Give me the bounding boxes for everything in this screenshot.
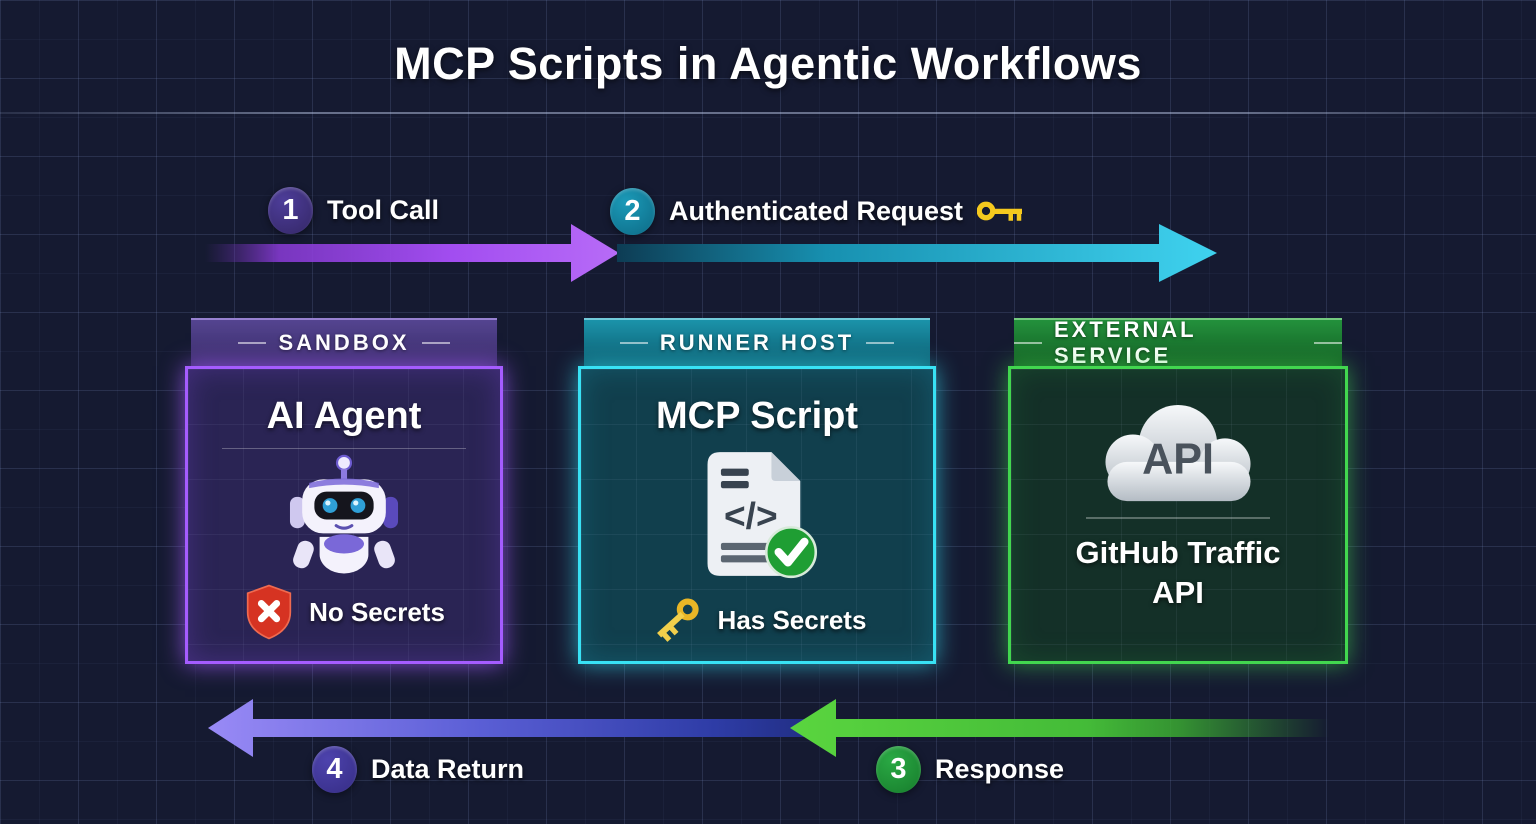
header-dash: [238, 342, 267, 344]
cloud-divider: [1086, 517, 1270, 519]
key-icon: [656, 598, 699, 642]
external-service-header: EXTERNAL SERVICE: [1014, 317, 1342, 368]
service-name: GitHub Traffic API: [1075, 535, 1281, 611]
step-3-badge: 3: [876, 745, 921, 793]
runner-host-header-label: RUNNER HOST: [659, 330, 855, 355]
has-secrets-label: Has Secrets: [717, 604, 867, 635]
data-return-label: Data Return: [371, 753, 525, 784]
sandbox-body: AI Agent: [185, 366, 503, 664]
ai-agent-title: AI Agent: [266, 395, 422, 437]
code-glyph: </>: [724, 494, 778, 536]
header-dash: [421, 342, 450, 344]
external-service-box: EXTERNAL SERVICE: [1008, 317, 1348, 664]
mcp-script-icon-area: </>: [692, 448, 822, 582]
step-4-badge: 4: [312, 745, 357, 793]
external-service-body: API GitHub Traffic API: [1008, 366, 1348, 664]
ai-agent-icon-area: [283, 449, 405, 583]
external-service-header-label: EXTERNAL SERVICE: [1054, 317, 1197, 368]
mcp-script-title: MCP Script: [655, 395, 858, 437]
header-dash: [1014, 342, 1042, 344]
header-dash: [619, 342, 648, 344]
api-cloud-icon: API: [1105, 405, 1251, 502]
flow-step-data-return: 4 Data Return: [312, 745, 524, 793]
runner-host-box: RUNNER HOST MCP Script </>: [578, 318, 936, 664]
tool-call-label: Tool Call: [327, 194, 439, 225]
flow-step-response: 3 Response: [876, 745, 1064, 793]
code-document-icon: </>: [707, 452, 818, 579]
sandbox-header: SANDBOX: [191, 318, 497, 366]
api-cloud-label: API: [1142, 436, 1214, 484]
step-2-badge: 2: [610, 187, 655, 235]
header-dash: [866, 342, 895, 344]
key-icon: [977, 201, 1023, 221]
runner-host-body: MCP Script </>: [578, 366, 936, 664]
flow-step-authenticated-request: 2 Authenticated Request: [610, 187, 1025, 235]
page-title: MCP Scripts in Agentic Workflows: [394, 38, 1142, 89]
api-cloud-icon-area: API: [1080, 397, 1276, 515]
robot-icon: [289, 454, 399, 574]
runner-host-header: RUNNER HOST: [584, 318, 930, 366]
has-secrets-row: Has Secrets: [648, 592, 867, 648]
title-divider: [0, 112, 1536, 114]
header-dash: [1314, 342, 1342, 344]
sandbox-header-label: SANDBOX: [278, 330, 410, 355]
step-1-badge: 1: [268, 186, 313, 234]
shield-x-icon: [246, 584, 292, 640]
sandbox-box: SANDBOX AI Agent: [185, 318, 503, 664]
box-divider: [222, 448, 466, 449]
flow-step-tool-call: 1 Tool Call: [268, 186, 439, 234]
authenticated-request-label: Authenticated Request: [669, 195, 964, 226]
no-secrets-label: No Secrets: [309, 596, 445, 627]
no-secrets-row: No Secrets: [243, 583, 445, 641]
response-label: Response: [935, 753, 1065, 784]
